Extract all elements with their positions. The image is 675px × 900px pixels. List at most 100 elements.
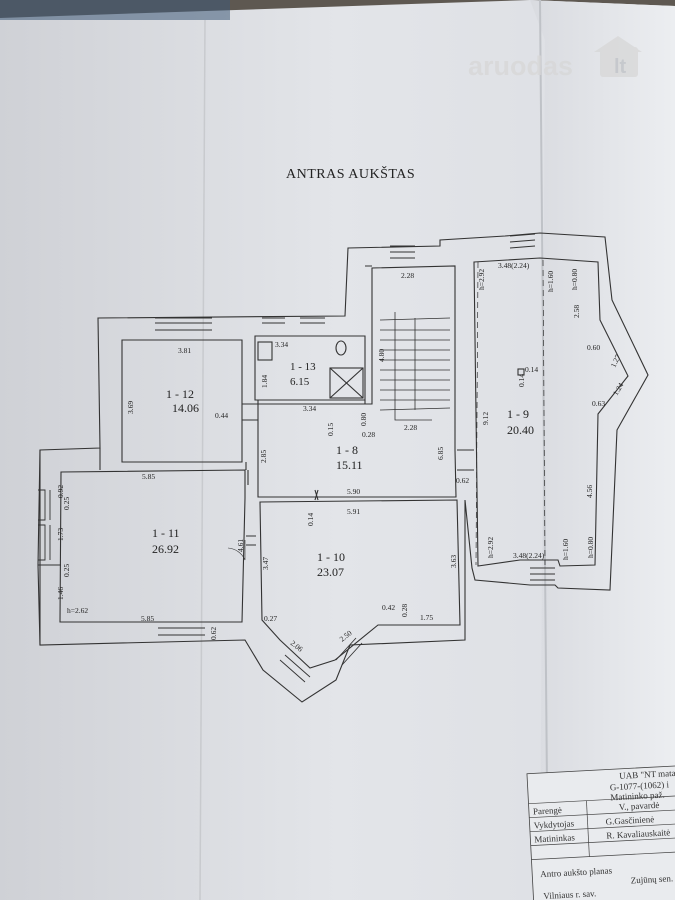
signature-column-head: V., pavardė <box>619 800 660 812</box>
dimension-label: 5.85 <box>141 614 154 623</box>
dimension-label: 0.28 <box>362 430 375 439</box>
dimension-label: 3.81 <box>178 346 191 355</box>
room-labels: 1 - 12 14.06 1 - 13 6.15 1 - 8 15.11 1 -… <box>152 361 534 579</box>
room-1-12-wall <box>121 339 243 463</box>
dimension-label: 3.48(2.24) <box>513 551 545 560</box>
dimension-label: 2.28 <box>404 423 417 432</box>
dimension-label: 5.85 <box>142 472 155 481</box>
hall-and-stair-wall <box>257 265 457 498</box>
dimension-label: 0.92 <box>56 485 65 498</box>
room-1-11-wall <box>59 469 246 623</box>
prepared-by-label: Parengė <box>533 805 562 817</box>
surveyor-label: Matininkas <box>534 832 575 844</box>
room-id: 1 - 9 <box>507 407 529 421</box>
dimension-label: 3.47 <box>261 557 270 570</box>
dimension-label: 3.48(2.24) <box>498 261 530 270</box>
surveyor-license: G-1077-(1062) i <box>610 779 670 792</box>
plan-name: Antro aukšto planas <box>540 865 613 879</box>
dimension-label: h=2.92 <box>486 537 495 558</box>
dimension-label: h=1.60 <box>546 271 555 292</box>
plan-title: ANTRAS AUKŠTAS <box>286 165 415 182</box>
dimension-label: h=0.80 <box>570 269 579 290</box>
sink-fixture <box>257 341 273 361</box>
toilet-fixture <box>335 340 347 356</box>
dimension-label: 5.90 <box>347 487 360 496</box>
dimension-label: 9.12 <box>481 412 490 425</box>
dimension-label: 0.27 <box>264 614 277 623</box>
dimension-label: h=1.60 <box>561 539 570 560</box>
room-1-9-wall <box>473 257 629 567</box>
room-area: 6.15 <box>290 376 310 388</box>
shower-fixture <box>329 367 364 399</box>
executor-name: G.Gasčinienė <box>605 814 654 827</box>
dimension-label: 4.80 <box>377 349 386 362</box>
room-id: 1 - 13 <box>290 361 316 373</box>
room-id: 1 - 11 <box>152 526 180 540</box>
watermark-logo: aruodas lt <box>468 36 642 81</box>
title-block: UAB "NT matav G-1077-(1062) i Matininko … <box>526 764 675 900</box>
paper-fold-panel <box>530 0 675 900</box>
room-area: 20.40 <box>507 423 534 437</box>
room-id: 1 - 8 <box>336 443 358 457</box>
dimension-label: 3.69 <box>126 401 135 414</box>
room-area: 26.92 <box>152 542 179 556</box>
dimension-label: 0.62 <box>209 627 218 640</box>
chimney-fixture <box>517 368 525 376</box>
room-1-10-wall <box>259 499 461 669</box>
watermark-text: aruodas <box>468 51 573 81</box>
dimension-label: 0.25 <box>62 564 71 577</box>
dimension-label: 2.85 <box>259 450 268 463</box>
municipality: Vilniaus r. sav. <box>543 888 596 900</box>
staircase <box>379 312 451 421</box>
dimension-label: 1.75 <box>420 613 433 622</box>
dimension-label: 0.15 <box>326 423 335 436</box>
windows <box>38 233 555 683</box>
photo-edge <box>0 0 230 20</box>
room-area: 15.11 <box>336 458 363 472</box>
dimension-label: 5.91 <box>347 507 360 516</box>
watermark-house-icon <box>600 47 638 77</box>
paper-fold-line <box>199 19 206 900</box>
room-area: 23.07 <box>317 565 344 579</box>
dimension-label: h=2.92 <box>477 269 486 290</box>
dimension-label: 0.80 <box>359 413 368 426</box>
dimension-label: 3.34 <box>303 404 316 413</box>
room-id: 1 - 12 <box>166 387 194 401</box>
dimension-label: 0.60 <box>587 343 600 352</box>
dimension-label: 1.73 <box>56 528 65 541</box>
dimension-label: h=0.80 <box>586 537 595 558</box>
dimension-label: 0.14 <box>306 513 315 526</box>
dimension-label: 0.25 <box>62 497 71 510</box>
dimension-label: 0.14 <box>525 365 538 374</box>
dimension-label: 0.42 <box>382 603 395 612</box>
dimension-label: 4.61 <box>236 539 245 552</box>
surveyor-certificate: Matininko paž. <box>610 790 665 803</box>
watermark-tld: lt <box>614 56 627 78</box>
dimension-label: 3.63 <box>449 555 458 568</box>
dimension-label: 0.14 <box>517 374 526 387</box>
dimension-label: 4.56 <box>585 485 594 498</box>
dimension-label: 0.28 <box>400 604 409 617</box>
walls <box>37 232 649 703</box>
outer-wall <box>37 232 649 703</box>
dimension-label: 6.85 <box>436 447 445 460</box>
dimension-label: 1.46 <box>56 587 65 600</box>
dimension-label: 0.63 <box>592 399 605 408</box>
room-area: 14.06 <box>172 401 199 415</box>
dimension-label: 3.34 <box>275 340 288 349</box>
eldership: Zujūnų sen. <box>630 873 673 885</box>
room-id: 1 - 10 <box>317 550 345 564</box>
surveyor-name: R. Kavaliauskaitė <box>606 827 670 840</box>
surveyor-company: UAB "NT matav <box>619 768 675 781</box>
dimension-label: h=2.62 <box>67 606 88 615</box>
dimension-label: 2.28 <box>401 271 414 280</box>
dimension-labels: 2.28 h=2.92 3.48(2.24) h=1.60 h=0.80 3.3… <box>56 261 625 654</box>
dimension-label: 0.62 <box>456 476 469 485</box>
dimension-label: 2.58 <box>572 305 581 318</box>
dimension-label: 1.84 <box>260 375 269 388</box>
executor-label: Vykdytojas <box>533 818 574 830</box>
dimension-label: 0.44 <box>215 411 228 420</box>
